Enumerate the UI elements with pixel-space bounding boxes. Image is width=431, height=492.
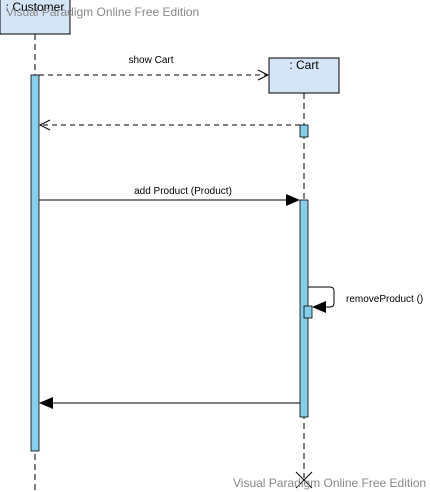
- customer-object-box[interactable]: [0, 0, 71, 35]
- watermark-bottom: Visual Paradigm Online Free Edition: [233, 476, 427, 490]
- show-cart-label: show Cart: [128, 55, 173, 66]
- message-remove-product[interactable]: removeProduct (): [308, 286, 423, 313]
- customer-object-label: : Customer: [6, 0, 65, 14]
- customer-activation-bar[interactable]: [30, 74, 40, 452]
- cart-activation-bar-nested[interactable]: [303, 305, 313, 319]
- lifeline-cart[interactable]: : Cart: [268, 57, 340, 489]
- cart-object-label: : Cart: [289, 58, 319, 72]
- message-show-cart[interactable]: show Cart: [39, 55, 268, 75]
- message-add-product[interactable]: add Product (Product): [39, 186, 300, 206]
- cart-destroy-icon: [295, 471, 313, 489]
- cart-activation-bar-small[interactable]: [299, 124, 309, 138]
- cart-object-box[interactable]: [268, 57, 340, 94]
- lifeline-customer[interactable]: : Customer: [0, 0, 71, 492]
- remove-product-arrow: [308, 286, 335, 313]
- add-product-label: add Product (Product): [134, 186, 232, 197]
- remove-product-label: removeProduct (): [346, 294, 423, 305]
- watermark-top: Visual Paradigm Online Free Edition: [6, 5, 200, 19]
